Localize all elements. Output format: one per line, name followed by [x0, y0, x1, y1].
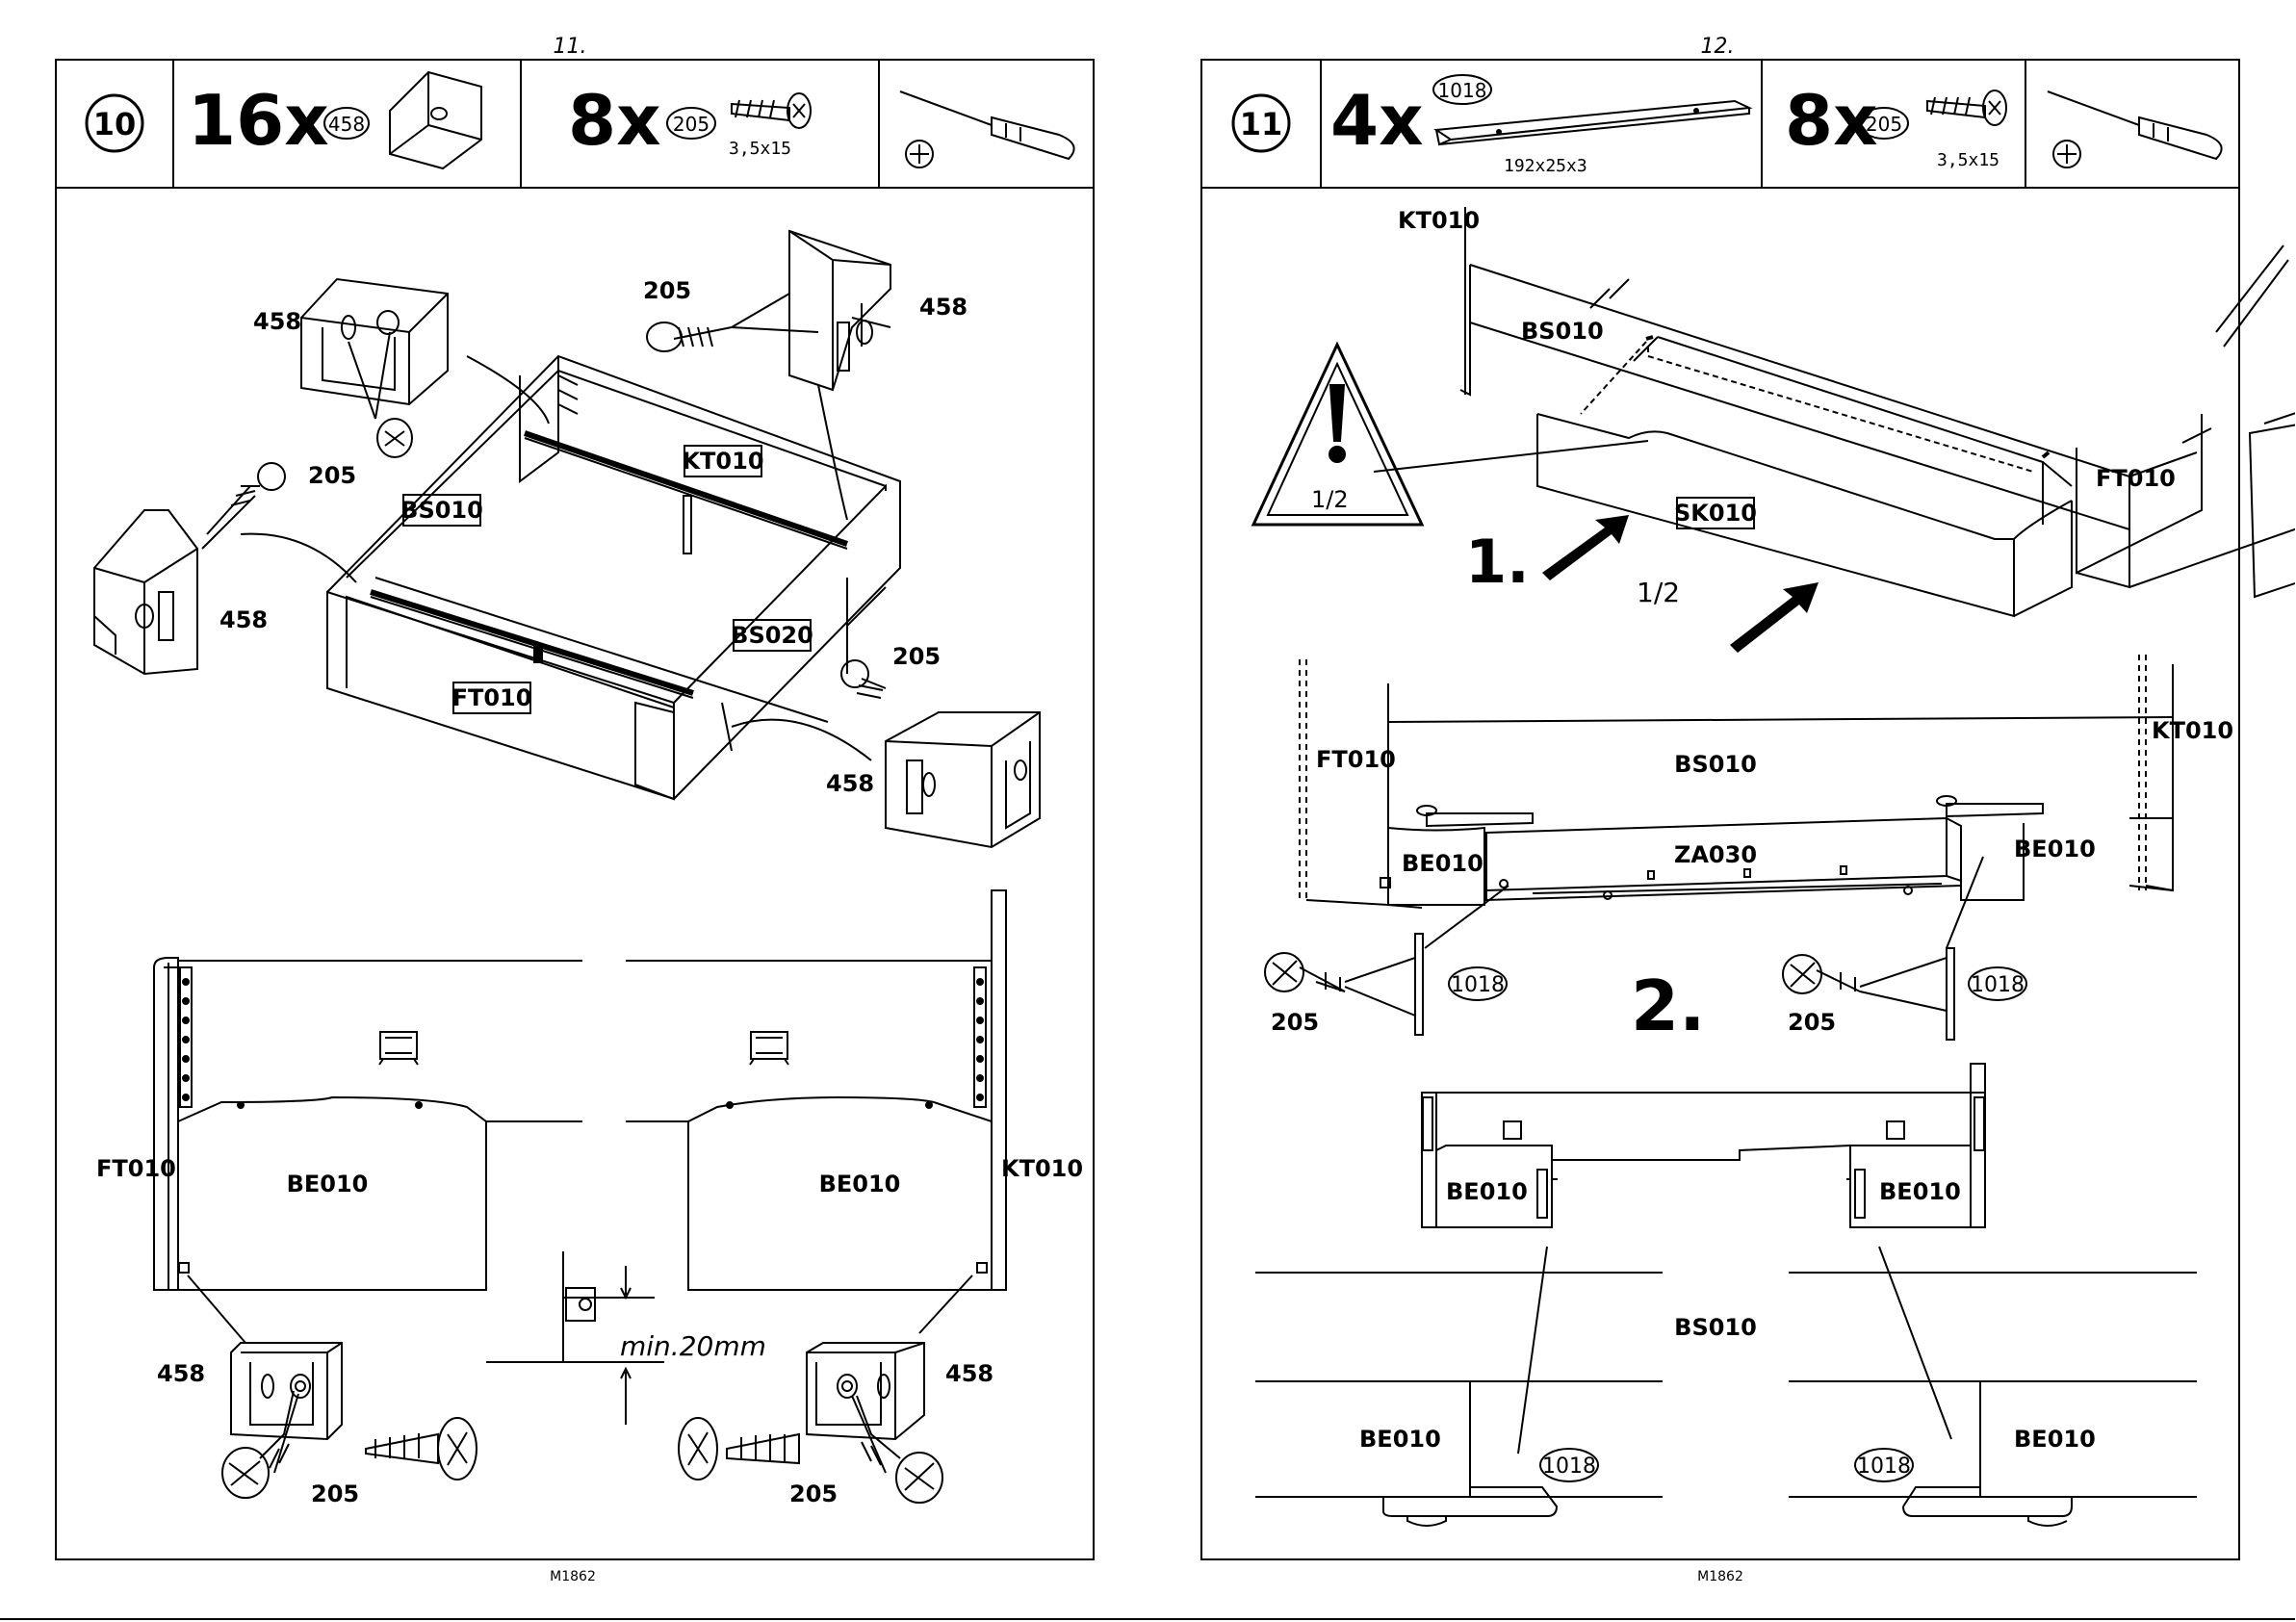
- part-label: KT010: [1001, 1155, 1083, 1182]
- part-number: 458: [328, 113, 365, 136]
- page-number: 12.: [1701, 35, 1735, 59]
- part-label: BS010: [1674, 751, 1757, 778]
- part-quantity: 8x: [568, 80, 661, 161]
- page-frame: [1200, 59, 2240, 1560]
- part-label: BS010: [1674, 1314, 1757, 1341]
- label-bs020: BS020: [731, 619, 813, 652]
- part-label: 458: [826, 770, 874, 797]
- part-number: 205: [673, 113, 709, 136]
- part-number: 1018: [1438, 79, 1487, 102]
- part-label: BE010: [1359, 1426, 1441, 1453]
- bracket-icon: [389, 70, 482, 170]
- arrow-icon: [1542, 515, 1629, 580]
- bracket-detail: [731, 659, 1041, 849]
- part-label: 205: [1788, 1009, 1836, 1036]
- part-label: 458: [157, 1360, 205, 1387]
- screwdriver-icon: [2047, 90, 2223, 168]
- step-label: 1.: [1465, 527, 1530, 597]
- elevation-drawing: [153, 889, 1007, 1425]
- screw-icon: [1926, 90, 2007, 126]
- bracket-detail: [300, 277, 550, 458]
- svg-text:KT010: KT010: [682, 448, 763, 475]
- part-label: 458: [253, 308, 301, 335]
- bracket-detail: [93, 462, 357, 676]
- part-label: ZA030: [1674, 841, 1757, 868]
- arrow-icon: [1730, 582, 1819, 653]
- bracket-detail: [646, 229, 891, 521]
- part-label: KT010: [1398, 207, 1480, 234]
- part-label: BE010: [1402, 850, 1483, 877]
- part-label: BS010: [1521, 318, 1604, 345]
- part-label: 205: [643, 277, 691, 304]
- part-label: 205: [311, 1480, 359, 1507]
- part-label: BE010: [1446, 1178, 1528, 1205]
- drawer-drawing: [1459, 207, 2295, 618]
- part-label: FT010: [2096, 465, 2176, 492]
- part-label: 1018: [1542, 1455, 1596, 1479]
- warning-icon: [1251, 341, 1649, 527]
- part-label: BE010: [1879, 1178, 1961, 1205]
- rail-size: 192x25x3: [1504, 156, 1587, 176]
- screw-icon: [731, 92, 812, 129]
- frame-view-drawing: [1255, 1063, 2197, 1527]
- label-ft010: FT010: [452, 682, 532, 714]
- part-label: BE010: [287, 1171, 369, 1197]
- part-label: 205: [308, 462, 356, 489]
- screw-size: 3,5x15: [729, 139, 791, 159]
- part-label: 1018: [1857, 1455, 1911, 1479]
- part-label: 205: [1271, 1009, 1319, 1036]
- part-label: 205: [789, 1480, 838, 1507]
- page-footer: M1862: [1697, 1569, 1743, 1584]
- part-label: 1018: [1971, 973, 2025, 997]
- part-label: BE010: [2014, 1426, 2096, 1453]
- part-label: 458: [945, 1360, 993, 1387]
- part-label: FT010: [1316, 746, 1396, 773]
- page-footer: M1862: [550, 1569, 596, 1584]
- page-number: 11.: [554, 35, 587, 59]
- svg-text:SK010: SK010: [1674, 500, 1757, 527]
- part-label: 458: [919, 294, 967, 321]
- svg-text:FT010: FT010: [452, 684, 532, 711]
- label-kt010: KT010: [682, 445, 764, 477]
- part-label: FT010: [96, 1155, 176, 1182]
- screw-size: 3,5x15: [1937, 150, 1999, 170]
- part-label: 1018: [1451, 973, 1505, 997]
- instruction-page-11: 11. 10 16x 458 8x 205 3,5x15: [0, 35, 1148, 1620]
- part-label: 458: [219, 606, 268, 633]
- svg-text:BS010: BS010: [400, 497, 483, 524]
- rail-mount-drawing: [1264, 655, 2174, 1041]
- bracket-detail: [678, 1342, 943, 1504]
- min-distance: min.20mm: [620, 1330, 766, 1362]
- label-bs010: BS010: [400, 494, 483, 527]
- part-label: KT010: [2152, 717, 2233, 744]
- bracket-detail: [221, 1342, 477, 1499]
- rail-icon: [1433, 99, 1753, 146]
- step-number-circle: [85, 93, 144, 153]
- part-number: 205: [1866, 113, 1902, 136]
- instruction-page-12: 12. 11 4x 1018 192x25x3 8x 205 3,5x15: [1148, 0, 2295, 1622]
- warning-label: 1/2: [1311, 486, 1349, 513]
- part-quantity: 4x: [1330, 80, 1424, 161]
- part-label: BE010: [819, 1171, 901, 1197]
- bed-frame-drawing: [326, 354, 901, 801]
- part-label: BE010: [2014, 836, 2096, 862]
- part-label: 205: [892, 643, 941, 670]
- screwdriver-icon: [899, 90, 1075, 168]
- svg-text:BS020: BS020: [731, 622, 813, 649]
- part-quantity: 8x: [1785, 80, 1878, 161]
- step-label: 2.: [1631, 965, 1705, 1046]
- step-number: 10: [93, 106, 137, 142]
- label-sk010: SK010: [1674, 497, 1757, 529]
- half-label: 1/2: [1637, 577, 1680, 608]
- step-number: 11: [1240, 106, 1283, 142]
- page-frame: [55, 59, 1095, 1560]
- step-number-circle: [1231, 93, 1291, 153]
- part-quantity: 16x: [188, 80, 329, 161]
